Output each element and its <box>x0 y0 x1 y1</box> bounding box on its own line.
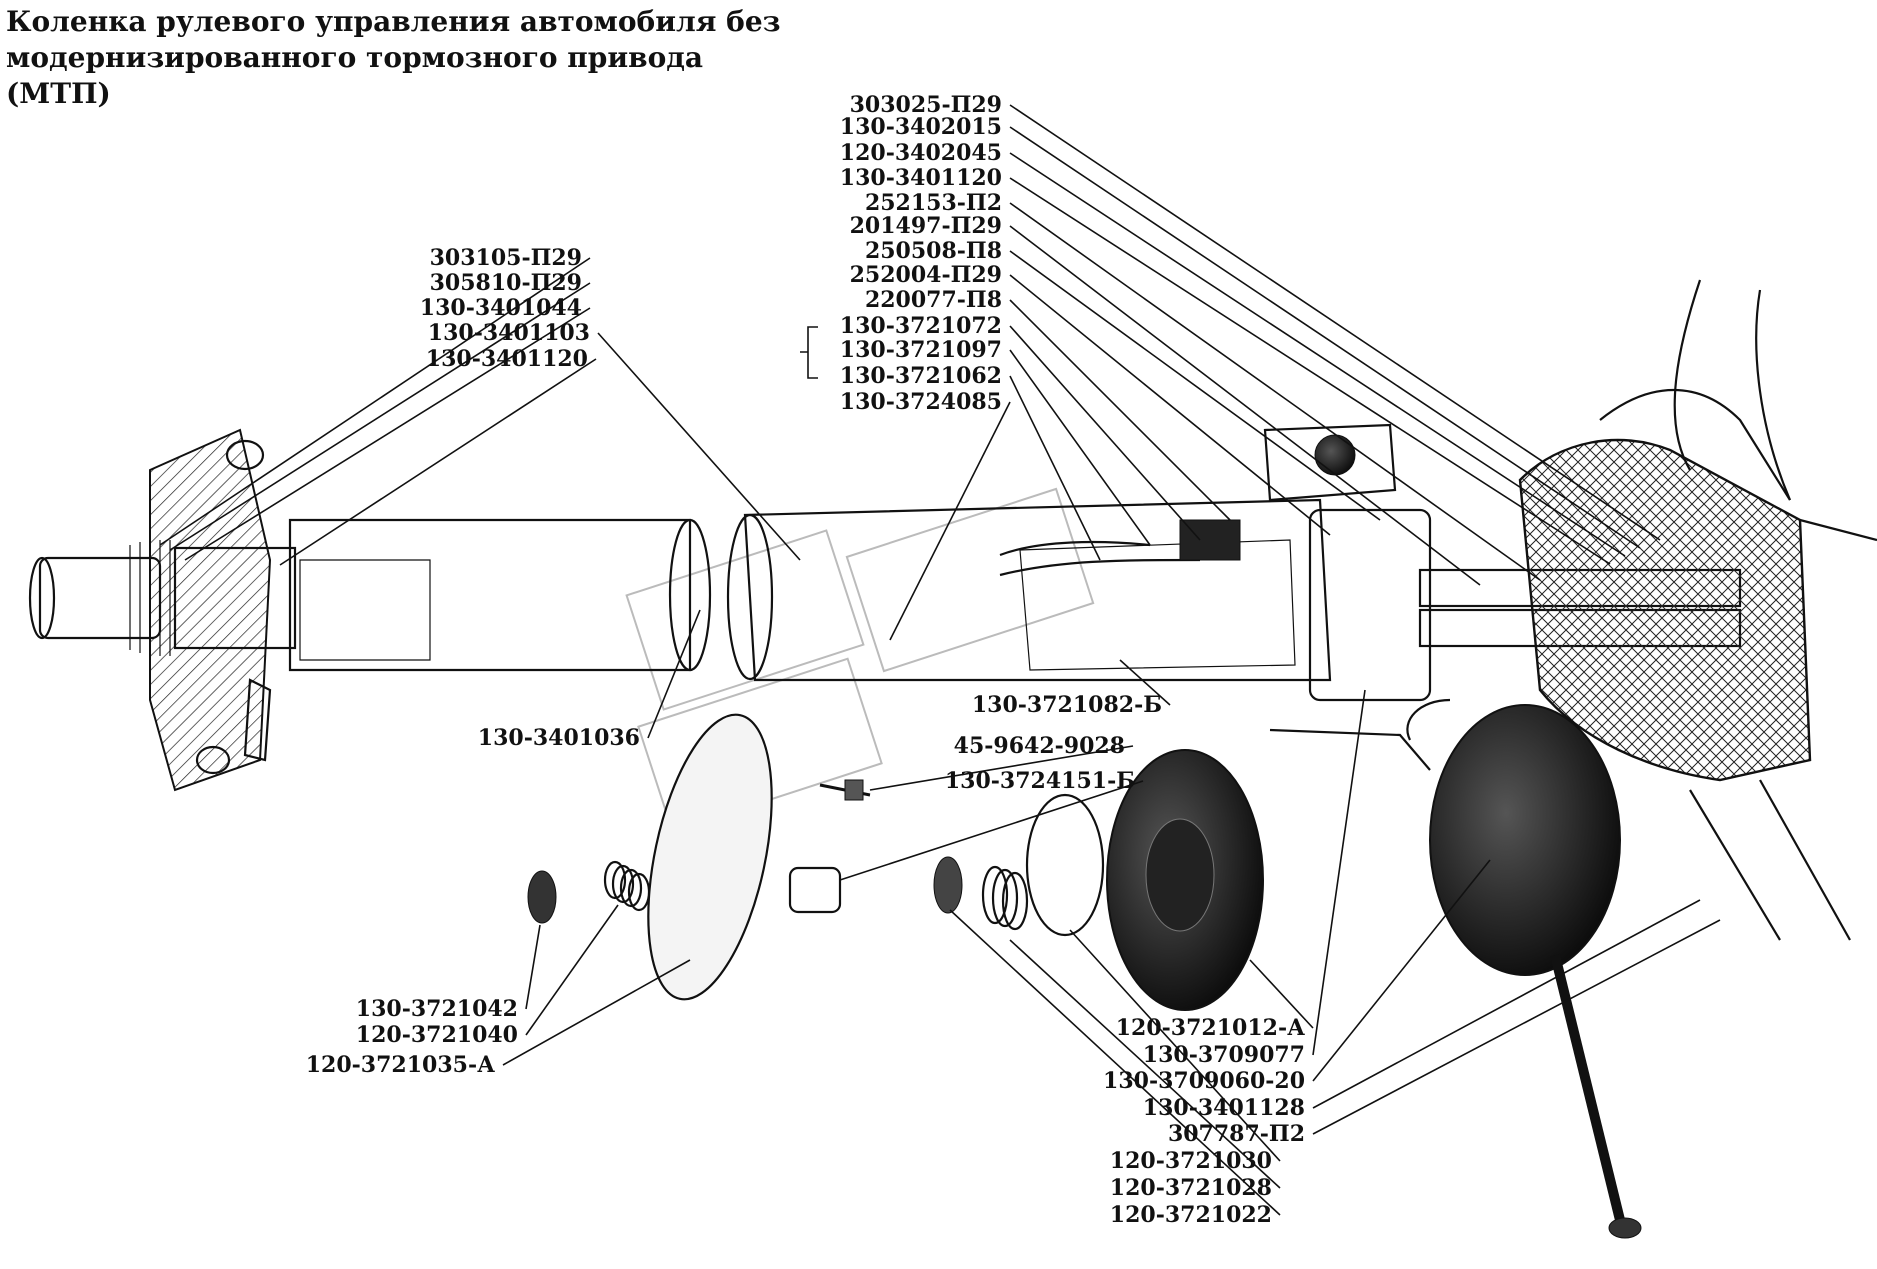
part-label: 120-3721035-А <box>306 1052 495 1078</box>
leader-line <box>949 909 1281 1216</box>
leader-line <box>169 282 591 551</box>
leader-line <box>889 401 1011 641</box>
leader-line <box>1009 939 1281 1189</box>
part-label: 130-3402015 <box>840 114 1002 140</box>
leader-line <box>1009 202 1541 581</box>
part-label: 120-3721040 <box>356 1022 518 1048</box>
leader-line <box>525 924 541 1010</box>
leader-line <box>159 257 591 546</box>
part-label: 130-3721082-Б <box>972 692 1162 718</box>
leader-line <box>1009 375 1101 561</box>
part-label: 130-3721097 <box>840 337 1002 363</box>
group-bracket <box>800 326 818 379</box>
part-label: 252004-П29 <box>850 262 1002 288</box>
left-flange <box>149 428 272 792</box>
part-label: 252153-П2 <box>865 190 1002 216</box>
leader-line <box>1009 126 1641 549</box>
horn-disc <box>1269 698 1642 1239</box>
part-label: 120-3721030 <box>1110 1148 1272 1174</box>
steering-wheel-hub <box>1518 279 1877 941</box>
part-label: 220077-П8 <box>865 287 1002 313</box>
part-labels: 303025-П29130-3402015120-3402045130-3401… <box>306 92 1305 1228</box>
title-line-3: (МТП) <box>6 77 111 110</box>
part-label: 130-3709060-20 <box>1103 1068 1305 1094</box>
part-label: 201497-П29 <box>850 213 1002 239</box>
leader-line <box>1009 104 1661 541</box>
leader-line <box>184 307 591 561</box>
title-line-2: модернизированного тормозного привода <box>6 41 704 74</box>
part-label: 130-3721042 <box>356 996 518 1022</box>
part-label: 130-3401036 <box>478 725 640 751</box>
part-label: 130-3721062 <box>840 363 1002 389</box>
part-label: 130-3724085 <box>840 389 1002 415</box>
part-label: 303025-П29 <box>850 92 1002 118</box>
part-label: 120-3721028 <box>1110 1175 1272 1201</box>
leader-line <box>839 780 1144 881</box>
leader-lines <box>159 104 1721 1216</box>
leader-line <box>1312 689 1366 1056</box>
leader-line <box>525 904 619 1036</box>
leader-line <box>1119 659 1171 706</box>
leader-line <box>1069 929 1281 1162</box>
leader-line <box>279 358 597 566</box>
leader-line <box>502 959 691 1066</box>
diagram-title: Коленка рулевого управления автомобиля б… <box>6 4 826 112</box>
part-label: 130-3721072 <box>840 313 1002 339</box>
leader-line <box>1009 274 1331 536</box>
part-label: 120-3721022 <box>1110 1202 1272 1228</box>
leader-line <box>1009 250 1381 521</box>
part-label: 120-3721012-А <box>1116 1015 1305 1041</box>
column-tube-middle <box>726 498 1332 682</box>
title-line-1: Коленка рулевого управления автомобиля б… <box>6 5 781 38</box>
part-label: 305810-П29 <box>430 270 582 296</box>
column-clamp <box>1263 423 1432 702</box>
leader-line <box>647 609 701 739</box>
column-tube-left <box>288 518 712 672</box>
part-label: 130-3401120 <box>840 165 1002 191</box>
leader-line <box>597 332 801 561</box>
leader-line <box>1009 299 1231 521</box>
leader-line <box>869 745 1134 791</box>
leader-line <box>1249 959 1314 1029</box>
leader-line <box>1009 152 1626 557</box>
part-label: 45-9642-9028 <box>954 733 1125 759</box>
part-label: 250508-П8 <box>865 238 1002 264</box>
leader-line <box>1009 325 1201 541</box>
exploded-parts <box>527 713 1264 1011</box>
shaft-left-end <box>28 540 297 656</box>
mechanism-illustration <box>28 279 1877 1239</box>
leader-line <box>1009 225 1481 586</box>
part-label: 307787-П2 <box>1168 1121 1305 1147</box>
part-label: 130-3709077 <box>1143 1042 1305 1068</box>
leader-line <box>1312 899 1701 1109</box>
leader-line <box>1312 859 1491 1082</box>
part-label: 120-3402045 <box>840 140 1002 166</box>
leader-line <box>1009 177 1611 565</box>
part-label: 303105-П29 <box>430 245 582 271</box>
leader-line <box>1312 919 1721 1135</box>
leader-line <box>1009 349 1151 546</box>
